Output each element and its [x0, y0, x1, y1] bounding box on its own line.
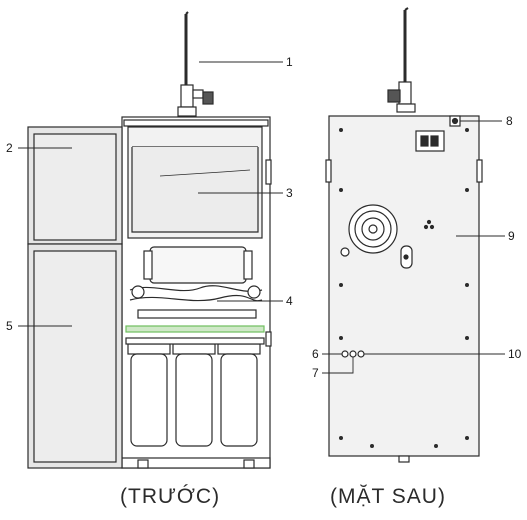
callout-8: 8 [506, 114, 513, 128]
callout-2: 2 [6, 141, 13, 155]
rear-ports [341, 350, 365, 358]
front-view [27, 11, 272, 469]
rear-fan [348, 204, 398, 254]
callout-lines [18, 61, 505, 374]
rear-panel [328, 115, 480, 457]
back-view [325, 7, 483, 463]
callout-10: 10 [508, 347, 522, 361]
callout-7: 7 [312, 366, 319, 380]
faucet [177, 11, 214, 117]
callout-5: 5 [6, 319, 13, 333]
rear-switch [415, 130, 445, 152]
callout-numbers: 1 2 3 4 5 6 7 8 9 10 [6, 55, 522, 380]
ro-membrane-housing [129, 246, 263, 319]
callout-4: 4 [286, 294, 293, 308]
lower-side-door [27, 243, 123, 469]
filter-cartridges [125, 337, 265, 447]
shelf [125, 325, 265, 333]
rear-faucet [387, 7, 416, 113]
leader-7 [322, 357, 354, 374]
callout-9: 9 [508, 229, 515, 243]
top-panel [127, 126, 263, 239]
back-view-label: (MẶT SAU) [330, 485, 446, 508]
callout-3: 3 [286, 186, 293, 200]
callout-1: 1 [286, 55, 293, 69]
upper-side-door [27, 126, 123, 245]
callout-6: 6 [312, 347, 319, 361]
rear-screws [339, 128, 469, 448]
front-view-label: (TRƯỚC) [120, 485, 220, 508]
